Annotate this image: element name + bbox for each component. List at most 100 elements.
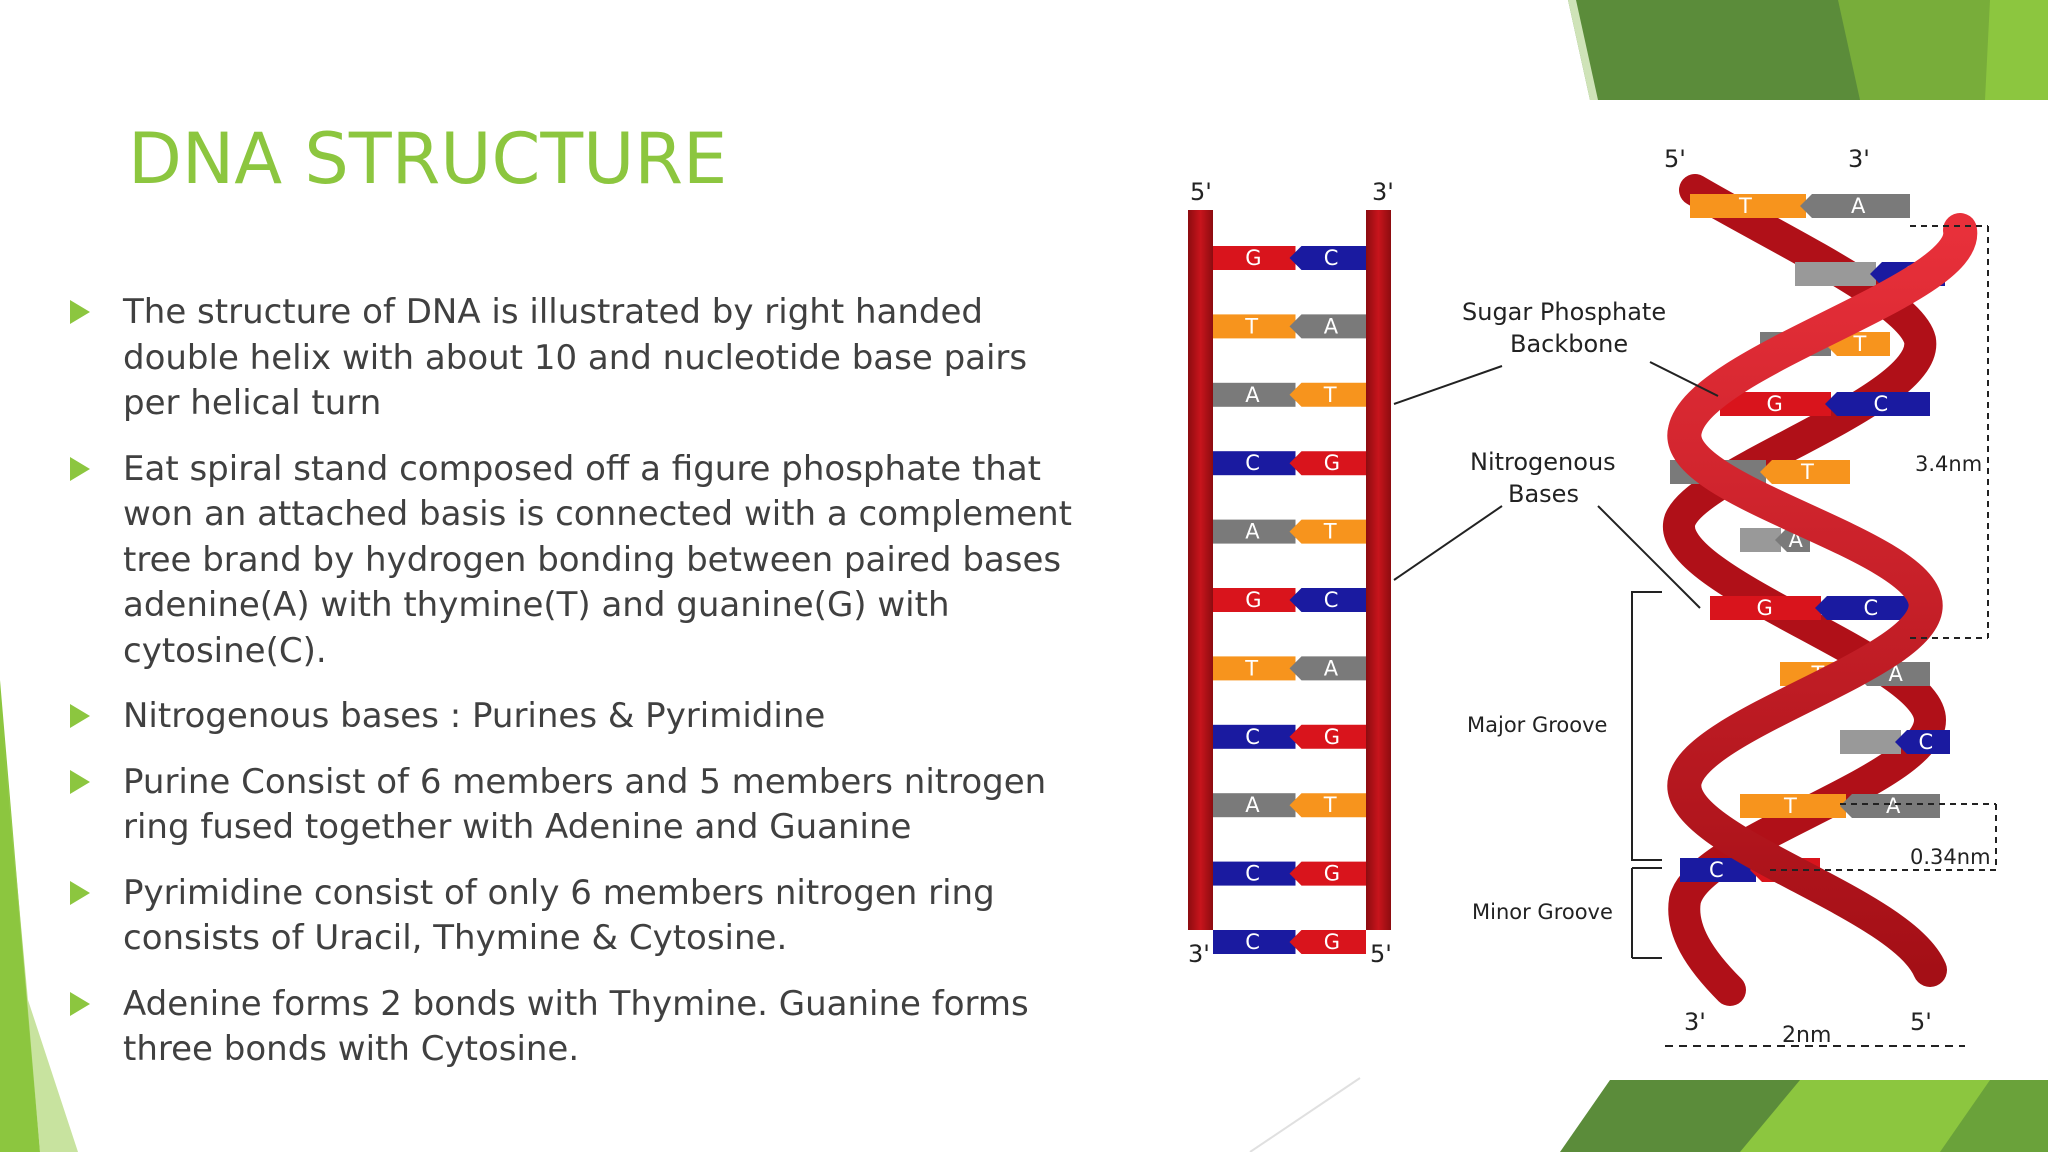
helix-base-letter: C [1864,596,1879,620]
rise-label: 0.34nm [1910,845,1991,869]
bullet-text: Adenine forms 2 bonds with Thymine. Guan… [123,983,1029,1070]
bullet-text: Eat spiral stand composed off a figure p… [123,448,1073,671]
helix-base-letter: C [1709,858,1724,882]
bullet-arrow-icon [70,300,90,324]
ladder-base-T [1289,519,1366,544]
helix-base-G [1710,596,1821,620]
ladder-left-strand [1188,210,1213,930]
ladder-base-A [1289,656,1366,681]
ladder-base-G [1289,861,1366,886]
helix-base-A [1840,794,1940,818]
bullet-item: Adenine forms 2 bonds with Thymine. Guan… [70,982,1080,1073]
helix-base-T [1690,194,1806,218]
major-groove-bracket [1631,591,1662,861]
helix-base- [1740,528,1781,552]
helix-base-T [1760,460,1850,484]
helix-bottom-left-end-label: 3' [1684,1008,1706,1036]
top-right-accent-shape [1985,0,2048,100]
helix-base- [1840,730,1901,754]
pitch-label: 3.4nm [1915,452,1982,476]
helix-base-A [1800,194,1910,218]
bullet-item: Purine Consist of 6 members and 5 member… [70,760,1080,851]
slide-title: DNA STRUCTURE [128,118,728,200]
bullet-arrow-icon [70,991,90,1016]
bullet-arrow-icon [70,769,90,794]
ladder-base-letter: A [1245,520,1260,544]
width-label: 2nm [1782,1023,1831,1048]
ladder-base-letter: A [1245,793,1260,817]
helix-top-right-end-label: 3' [1848,145,1870,173]
helix-base-letter: C [1874,392,1889,416]
ladder-base-letter: C [1324,246,1339,270]
ladder-base-letter: G [1324,451,1340,475]
helix-base-letter: G [1767,392,1783,416]
ladder-base-letter: A [1245,383,1260,407]
minor-groove-bracket [1631,867,1662,959]
ladder-base-letter: T [1323,520,1337,544]
ladder-base-letter: T [1323,383,1337,407]
ladder-base-letter: C [1245,930,1260,954]
ladder-base-A [1213,793,1296,818]
bullet-text: Pyrimidine consist of only 6 members nit… [123,872,995,959]
bullet-text: Nitrogenous bases : Purines & Pyrimidine [123,696,826,736]
ladder-base-A [1213,382,1296,407]
backbone-pointer-right [1649,361,1719,397]
ladder-base-letter: G [1245,246,1261,270]
bases-label-line2: Bases [1508,480,1579,508]
helix-base-letter: T [1738,194,1752,218]
bullet-list: The structure of DNA is illustrated by r… [70,290,1080,1093]
bases-label-line1: Nitrogenous [1470,448,1616,476]
helix-bottom-right-end-label: 5' [1910,1008,1932,1036]
ladder-base-letter: G [1245,588,1261,612]
bases-pointer-right [1597,505,1701,609]
ladder-base-C [1289,246,1366,270]
ladder-base-G [1213,246,1296,270]
ladder-right-strand [1366,210,1391,930]
ladder-base-letter: C [1245,862,1260,886]
ladder-base-C [1213,724,1296,749]
ladder-base-letter: A [1324,314,1339,338]
ladder-base-letter: G [1324,725,1340,749]
backbone-label-line1: Sugar Phosphate [1462,298,1666,326]
ladder-base-letter: C [1245,725,1260,749]
bases-pointer-left [1393,505,1503,581]
helix-front-strand [1667,213,1978,987]
ladder-base-A [1289,314,1366,339]
helix-base-letter: G [1757,596,1773,620]
bullet-arrow-icon [70,456,90,481]
ladder-base-C [1213,930,1296,954]
bullet-item: Nitrogenous bases : Purines & Pyrimidine [70,694,1080,740]
helix-base-letter: T [1800,460,1814,484]
helix-base-T [1740,794,1846,818]
helix-base-letter: A [1851,194,1866,218]
bottom-faint-line [1249,1077,1361,1152]
ladder-base-T [1213,656,1296,681]
top-right-shadow-line [1568,0,1598,100]
ladder-bottom-right-end-label: 5' [1370,940,1392,968]
helix-base-letter: T [1783,794,1797,818]
helix-base- [1795,262,1876,286]
helix-base-C [1895,730,1950,754]
ladder-top-left-end-label: 5' [1190,178,1212,206]
helix-top-left-end-label: 5' [1664,145,1686,173]
ladder-base-letter: C [1245,451,1260,475]
helix-base-C [1825,392,1930,416]
ladder-base-letter: G [1324,862,1340,886]
bottom-right-mid-green-shape [1940,1080,2048,1152]
ladder-base-C [1213,861,1296,886]
ladder-base-A [1213,519,1296,544]
backbone-label-line2: Backbone [1510,330,1628,358]
major-groove-label: Major Groove [1467,713,1607,737]
ladder-base-letter: T [1244,656,1258,680]
ladder-base-C [1289,588,1366,612]
bullet-item: Pyrimidine consist of only 6 members nit… [70,871,1080,962]
ladder-bottom-left-end-label: 3' [1188,940,1210,968]
ladder-base-letter: T [1323,793,1337,817]
ladder-base-G [1289,930,1366,954]
bullet-item: The structure of DNA is illustrated by r… [70,290,1080,427]
minor-groove-label: Minor Groove [1472,900,1613,924]
